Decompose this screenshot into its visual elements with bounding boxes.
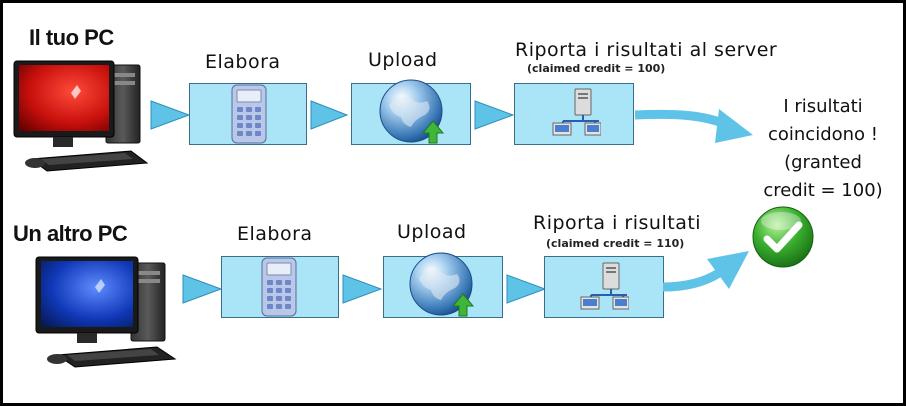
- desktop-computer-icon: [13, 60, 149, 172]
- claimed-credit-label: (claimed credit = 110): [546, 237, 685, 250]
- calculator-icon: [261, 257, 297, 317]
- claimed-credit-label: (claimed credit = 100): [527, 62, 666, 75]
- result-line-4: credit = 100): [763, 180, 883, 201]
- step-upload-label: Upload: [397, 221, 467, 243]
- result-line-1: I risultati: [783, 96, 863, 117]
- flow-arrow: [342, 274, 383, 304]
- result-message: I risultati coincidono ! (granted credit…: [753, 93, 893, 205]
- desktop-computer-icon: [35, 256, 177, 368]
- step-compute-label: Elabora: [237, 223, 313, 245]
- globe-upload-icon: [409, 252, 475, 317]
- result-arrow: [635, 109, 753, 143]
- network-server-icon: [552, 88, 601, 136]
- calculator-icon: [231, 84, 267, 144]
- green-checkmark-icon: [752, 206, 814, 268]
- flow-arrow: [150, 100, 191, 130]
- step-report-label: Riporta i risultati al server: [515, 39, 778, 61]
- flow-arrow: [474, 100, 515, 130]
- step-report-box: [514, 83, 634, 145]
- step-compute-label: Elabora: [205, 51, 281, 73]
- flow-arrow: [310, 100, 349, 130]
- flow-arrow: [182, 274, 223, 304]
- your-pc-label: Il tuo PC: [29, 25, 114, 50]
- flow-arrow: [506, 274, 547, 304]
- step-upload-label: Upload: [368, 49, 438, 71]
- globe-upload-icon: [379, 79, 445, 144]
- other-pc-label: Un altro PC: [13, 221, 128, 246]
- step-report-label: Riporta i risultati: [533, 212, 702, 234]
- result-line-2: coincidono !: [767, 124, 878, 145]
- result-arrow: [663, 251, 749, 292]
- boinc-validation-diagram: Il tuo PC Elabora: [3, 3, 903, 403]
- result-line-3: (granted: [784, 152, 862, 173]
- network-server-icon: [580, 262, 629, 310]
